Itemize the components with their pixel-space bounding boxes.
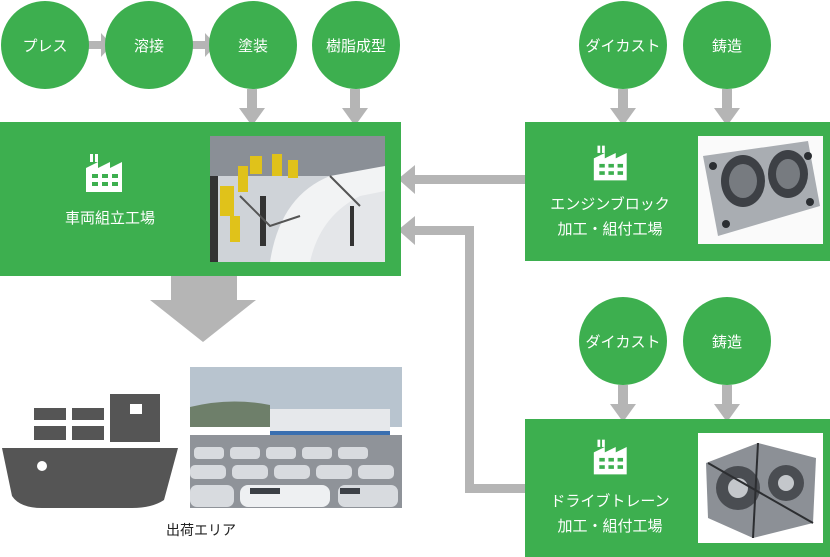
arrow-paint-down [239, 89, 265, 126]
drive-input-diecast: ダイカスト [579, 297, 667, 385]
arrow-engine-casting-down [714, 89, 740, 126]
shipping-yard-photo [190, 367, 402, 508]
process-welding: 溶接 [105, 1, 193, 89]
process-painting: 塗装 [209, 1, 297, 89]
factory-icon [593, 145, 627, 181]
arrow-resin-down [342, 89, 368, 126]
arrow-vehicle-to-shipping [150, 276, 256, 342]
process-resin-molding-label: 樹脂成型 [325, 36, 386, 55]
ship-icon [2, 394, 178, 508]
arrow-drive-to-vehicle [398, 216, 525, 493]
drive-input-diecast-label: ダイカスト [585, 332, 661, 351]
process-press: プレス [1, 1, 89, 89]
shipping-area-label: 出荷エリア [166, 523, 236, 539]
factory-icon [86, 154, 122, 192]
engine-block-photo [698, 136, 823, 244]
arrow-engine-to-vehicle [398, 165, 525, 194]
drive-input-casting: 鋳造 [683, 297, 771, 385]
arrow-drive-casting-down [714, 385, 740, 422]
engine-input-diecast-label: ダイカスト [585, 36, 661, 55]
arrow-drive-diecast-down [610, 385, 636, 422]
engine-input-casting-label: 鋳造 [711, 36, 742, 55]
process-welding-label: 溶接 [133, 36, 164, 55]
arrow-engine-diecast-down [610, 89, 636, 126]
process-press-label: プレス [22, 36, 68, 55]
drive-train-plant: ドライブトレーン 加工・組付工場 [525, 419, 830, 557]
drive-input-casting-label: 鋳造 [711, 332, 742, 351]
drive-plant-label-line2: 加工・組付工場 [557, 517, 663, 535]
vehicle-assembly-photo [210, 136, 385, 262]
factory-icon [593, 439, 627, 475]
engine-block-plant: エンジンブロック 加工・組付工場 [525, 122, 830, 261]
engine-input-casting: 鋳造 [683, 1, 771, 89]
drive-train-photo [698, 433, 823, 543]
vehicle-assembly-plant: 車両組立工場 [0, 122, 401, 276]
process-painting-label: 塗装 [237, 36, 268, 55]
process-resin-molding: 樹脂成型 [312, 1, 400, 89]
engine-input-diecast: ダイカスト [579, 1, 667, 89]
vehicle-plant-label: 車両組立工場 [64, 209, 155, 227]
engine-plant-label-line2: 加工・組付工場 [557, 220, 663, 238]
engine-plant-label-line1: エンジンブロック [550, 195, 670, 213]
drive-plant-label-line1: ドライブトレーン [550, 492, 670, 510]
